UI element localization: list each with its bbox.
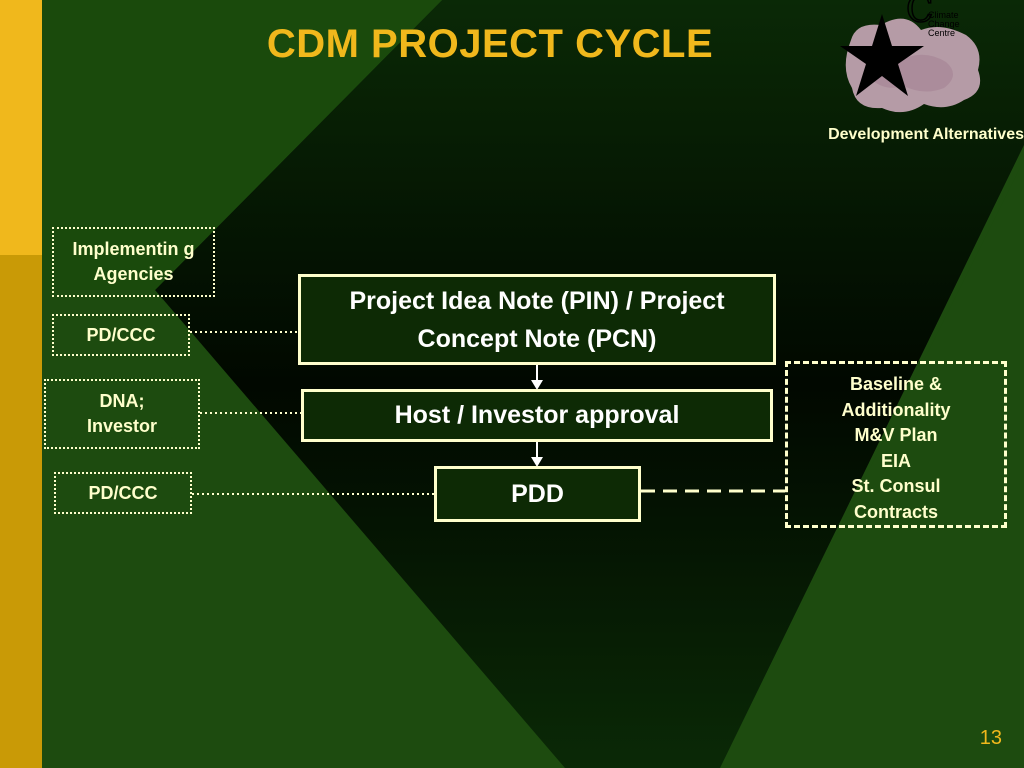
page-number: 13 [979, 727, 1002, 749]
logo-line-2: Change [928, 19, 960, 29]
side-box-label: PD/CCC [88, 482, 158, 503]
side-box-dna-investor: DNA; Investor [44, 379, 200, 449]
requirement-line: Baseline & [849, 374, 943, 394]
requirement-line: M&V Plan [854, 425, 938, 445]
organization-name: Development Alternatives [828, 126, 1024, 143]
step-host-investor-approval: Host / Investor approval [301, 389, 773, 442]
step-pin-pcn: Project Idea Note (PIN) / Project Concep… [298, 274, 776, 365]
step-label: PDD [511, 479, 564, 508]
requirement-line: Contracts [853, 501, 938, 522]
slide-title: CDM PROJECT CYCLE [266, 22, 714, 66]
climate-change-centre-logo: C Climate Change Centre [840, 0, 981, 113]
side-box-pdccc-1: PD/CCC [52, 314, 190, 356]
requirement-line: St. Consul [851, 476, 941, 496]
side-box-label: Implementin g Agencies [72, 239, 195, 284]
logo-line-3: Centre [928, 28, 955, 38]
star-icon [840, 14, 924, 96]
logo-letter-c: C [906, 0, 934, 31]
step-pdd: PDD [434, 466, 641, 522]
side-box-implementing-agencies: Implementin g Agencies [52, 227, 215, 297]
logo-line-1: Climate [928, 10, 959, 20]
pdd-requirements-box: Baseline & Additionality M&V Plan EIA St… [785, 361, 1007, 528]
side-box-label: DNA; Investor [86, 391, 158, 436]
step-label: Project Idea Note (PIN) / Project Concep… [349, 286, 725, 353]
step-label: Host / Investor approval [394, 401, 680, 429]
left-band-lower [0, 255, 42, 768]
side-box-pdccc-2: PD/CCC [54, 472, 192, 514]
requirement-line: Additionality [841, 399, 951, 420]
side-box-label: PD/CCC [86, 324, 156, 345]
requirement-line: EIA [880, 450, 911, 471]
